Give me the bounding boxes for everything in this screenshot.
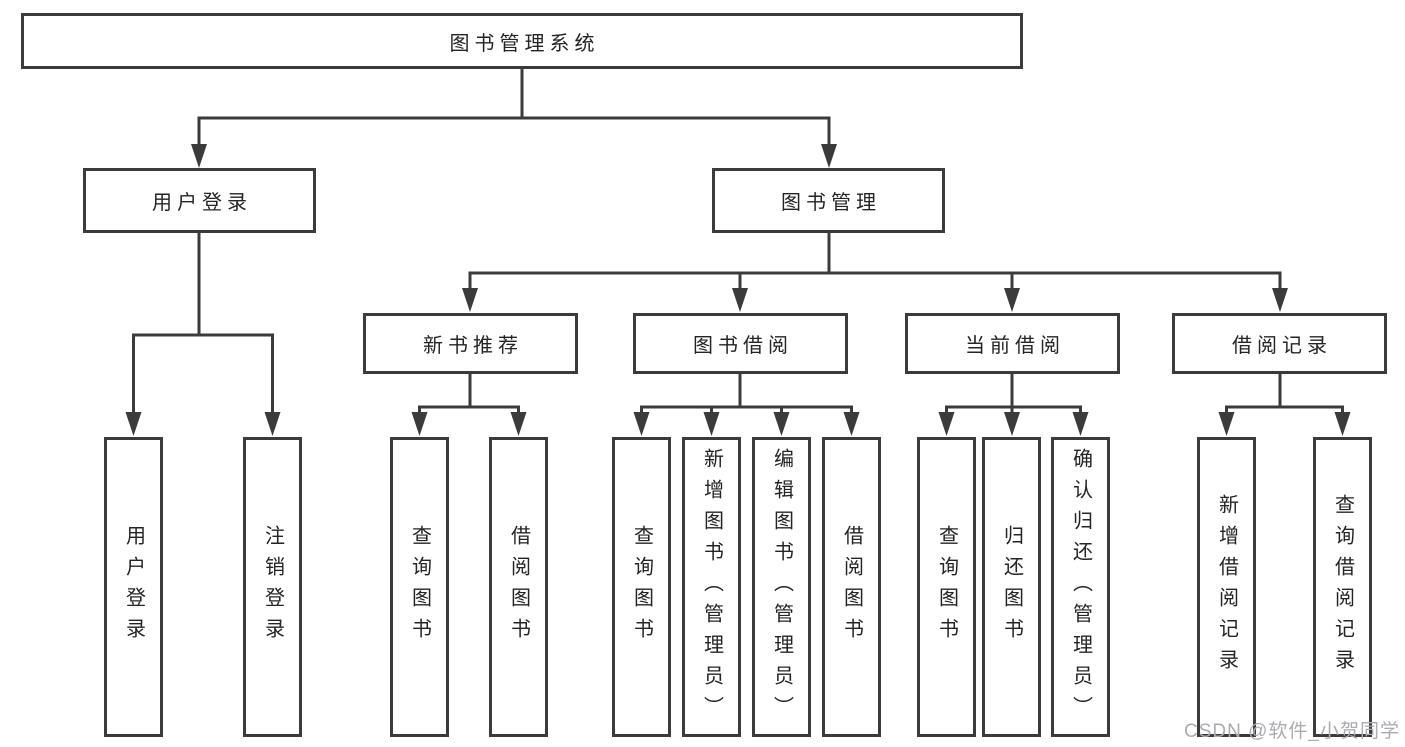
- node-user-login: 用户登录: [83, 168, 316, 233]
- node-library-system: 图书管理系统: [21, 13, 1023, 69]
- leaf-add-borrow-record: 新增借阅记录: [1197, 437, 1256, 737]
- leaf-query-books-recommend: 查询图书: [390, 437, 449, 737]
- leaf-user-login: 用户登录: [104, 437, 163, 737]
- leaf-query-books-borrowing-label: 查询图书: [630, 525, 653, 649]
- leaf-query-books-recommend-label: 查询图书: [408, 525, 431, 649]
- node-borrowing-records-label: 借阅记录: [1232, 335, 1332, 357]
- leaf-query-books-current: 查询图书: [917, 437, 976, 737]
- leaf-confirm-return-admin: 确认归还（管理员）: [1051, 437, 1110, 737]
- leaf-confirm-return-admin-label: 确认归还（管理员）: [1069, 447, 1092, 727]
- leaf-logout-login: 注销登录: [243, 437, 302, 737]
- leaf-user-login-label: 用户登录: [122, 525, 145, 649]
- leaf-logout-login-label: 注销登录: [261, 525, 284, 649]
- node-book-borrowing: 图书借阅: [633, 313, 848, 374]
- node-book-management: 图书管理: [712, 168, 945, 233]
- node-new-book-recommend-label: 新书推荐: [423, 335, 523, 357]
- leaf-add-books-admin: 新增图书（管理员）: [682, 437, 741, 737]
- leaf-borrow-books-borrowing: 借阅图书: [822, 437, 881, 737]
- leaf-add-borrow-record-label: 新增借阅记录: [1215, 494, 1238, 680]
- leaf-return-books: 归还图书: [982, 437, 1041, 737]
- leaf-return-books-label: 归还图书: [1000, 525, 1023, 649]
- watermark: CSDN @软件_小贺同学: [1184, 721, 1400, 742]
- leaf-query-borrow-record-label: 查询借阅记录: [1331, 494, 1354, 680]
- node-current-borrowing: 当前借阅: [905, 313, 1120, 374]
- leaf-add-books-admin-label: 新增图书（管理员）: [700, 447, 723, 727]
- leaf-edit-books-admin-label: 编辑图书（管理员）: [770, 447, 793, 727]
- leaf-query-books-borrowing: 查询图书: [612, 437, 671, 737]
- node-book-borrowing-label: 图书借阅: [693, 335, 793, 357]
- node-new-book-recommend: 新书推荐: [363, 313, 578, 374]
- leaf-borrow-books-recommend-label: 借阅图书: [507, 525, 530, 649]
- leaf-borrow-books-borrowing-label: 借阅图书: [840, 525, 863, 649]
- leaf-borrow-books-recommend: 借阅图书: [489, 437, 548, 737]
- node-current-borrowing-label: 当前借阅: [965, 335, 1065, 357]
- node-borrowing-records: 借阅记录: [1172, 313, 1387, 374]
- node-book-management-label: 图书管理: [781, 192, 881, 214]
- node-library-system-label: 图书管理系统: [449, 32, 600, 55]
- node-user-login-label: 用户登录: [152, 192, 252, 214]
- leaf-edit-books-admin: 编辑图书（管理员）: [752, 437, 811, 737]
- leaf-query-books-current-label: 查询图书: [935, 525, 958, 649]
- leaf-query-borrow-record: 查询借阅记录: [1313, 437, 1372, 737]
